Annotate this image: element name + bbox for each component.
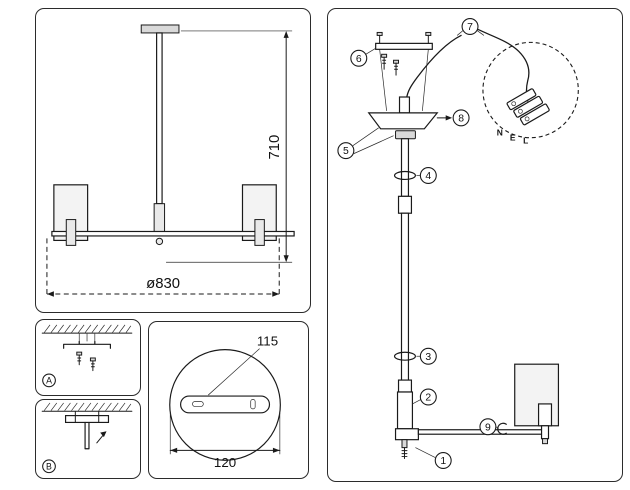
detail-a-panel: A <box>35 319 141 396</box>
callout-9: 9 <box>479 418 497 436</box>
threaded-nipple <box>398 96 411 114</box>
dimension-115: 115 <box>208 334 278 396</box>
ceiling-hatch <box>41 402 133 412</box>
shade-bracket <box>540 425 550 440</box>
canopy-topview-drawing: 115 120 <box>169 334 281 470</box>
height-dimension-label: 710 <box>267 135 283 160</box>
terminal-block <box>506 88 550 126</box>
svg-text:8: 8 <box>458 113 464 124</box>
main-fixture-drawing: 710 ø830 <box>46 24 295 297</box>
assembly-drawing: N E L <box>337 17 579 470</box>
center-socket <box>153 203 166 232</box>
detail-b-panel: B <box>35 399 141 479</box>
rod-coupler-lower <box>397 379 413 393</box>
callout-3: 3 <box>419 347 437 365</box>
svg-text:3: 3 <box>425 352 431 363</box>
callout-7: 7 <box>461 17 479 35</box>
plate-slot-right <box>250 399 256 410</box>
dimension-830: ø830 <box>46 238 280 297</box>
terminal-label-l: L <box>523 136 528 146</box>
ceiling-hatch <box>41 324 133 334</box>
svg-text:5: 5 <box>343 146 349 157</box>
detail-circle <box>482 41 579 139</box>
ceiling-bracket <box>375 31 433 111</box>
svg-text:7: 7 <box>467 22 473 33</box>
dimension-120: 120 <box>169 412 281 470</box>
center-finial <box>155 237 164 246</box>
canopy-dish <box>367 112 439 130</box>
callout-1: 1 <box>434 452 452 470</box>
diameter-dimension-label: ø830 <box>146 276 180 292</box>
bracket-and-screws <box>63 333 111 372</box>
dimension-710: 710 <box>166 30 293 263</box>
set-bolt <box>401 439 408 449</box>
callout-6: 6 <box>350 49 368 67</box>
svg-text:4: 4 <box>425 171 431 182</box>
mounting-plate <box>180 395 271 414</box>
terminal-label-e: E <box>510 133 516 143</box>
detail-a-label: A <box>46 376 52 386</box>
lower-sleeve <box>396 391 414 430</box>
callout-8: 8 <box>452 109 470 127</box>
supply-cable <box>405 34 462 100</box>
callout-leaders <box>352 30 499 458</box>
decorative-ring-lower <box>393 351 417 361</box>
fixture-drawing <box>51 24 295 246</box>
junction-block <box>394 428 419 441</box>
detail-a-badge: A <box>42 373 56 388</box>
detail-b-drawing: B <box>41 402 133 474</box>
lock-nut <box>395 130 416 140</box>
detail-b-label: B <box>46 461 52 471</box>
rod-coupler-upper <box>397 195 413 214</box>
mounted-canopy <box>64 411 110 450</box>
callout-5: 5 <box>337 142 355 160</box>
canopy-topview-panel: 115 120 <box>148 321 309 479</box>
right-lampholder <box>254 219 265 246</box>
horizontal-bar <box>51 230 295 237</box>
wiring-detail: N E L <box>477 28 579 146</box>
assembly-panel: N E L <box>327 8 623 482</box>
arm-assembly <box>394 363 560 460</box>
svg-text:1: 1 <box>440 456 446 467</box>
canopy-circle <box>169 349 281 461</box>
main-fixture-panel: 710 ø830 <box>35 8 311 313</box>
svg-text:6: 6 <box>356 54 362 65</box>
lamp-socket <box>537 403 553 427</box>
callout-4: 4 <box>419 166 437 184</box>
canopy-assembly <box>367 96 439 140</box>
plate-width-label: 115 <box>257 334 278 349</box>
callout-2: 2 <box>419 388 437 406</box>
decorative-ring-upper <box>393 170 417 181</box>
terminal-label-n: N <box>497 128 503 138</box>
base-width-label: 120 <box>214 455 236 470</box>
left-lampholder <box>65 219 77 246</box>
plate-slot-left <box>192 401 204 407</box>
svg-text:9: 9 <box>485 422 491 433</box>
detail-b-badge: B <box>42 459 56 474</box>
stem-rod <box>156 32 163 205</box>
svg-text:2: 2 <box>425 393 431 404</box>
wire-to-terminal <box>477 28 530 102</box>
suspension-rod <box>396 138 414 430</box>
c-clip <box>497 422 507 435</box>
shade-nut <box>542 438 549 445</box>
ceiling-plate <box>140 24 180 34</box>
detail-a-drawing: A <box>41 324 133 388</box>
